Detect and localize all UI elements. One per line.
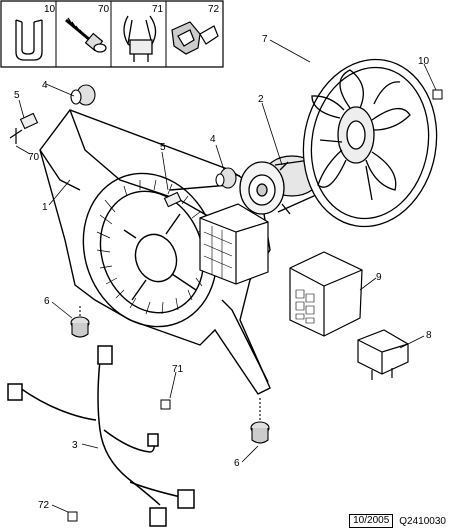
stud-6-left (71, 306, 89, 337)
resistor-module-9 (290, 252, 362, 336)
callout-2: 2 (258, 94, 264, 105)
inset-label-71: 71 (152, 4, 164, 15)
callout-4-top: 4 (42, 80, 48, 91)
callout-1: 1 (42, 202, 48, 213)
leader-lines (16, 40, 436, 512)
pin-5-right (165, 193, 181, 207)
inset-label-10: 10 (44, 4, 56, 15)
grommet-4-mid (216, 168, 236, 188)
relay-8 (358, 330, 408, 380)
grommet-4-top (71, 85, 95, 105)
spring-clip-icon (16, 20, 42, 60)
pin-5-left (21, 114, 38, 129)
marker-71 (161, 400, 170, 409)
callout-5-left: 5 (14, 90, 20, 101)
callout-10: 10 (418, 56, 430, 67)
screw-icon (66, 18, 106, 52)
footer-reference: Q2410030 (399, 515, 446, 527)
screw-70 (10, 128, 22, 144)
resistor-block-upper (200, 204, 268, 284)
callout-7: 7 (262, 34, 268, 45)
callout-9: 9 (376, 272, 382, 283)
cable-tie-icon (172, 22, 218, 54)
marker-72 (68, 512, 77, 521)
callout-6-left: 6 (44, 296, 50, 307)
marker-10 (433, 90, 442, 99)
callout-3: 3 (72, 440, 78, 451)
inset-label-72: 72 (208, 4, 220, 15)
hose-clamp-icon (124, 16, 156, 62)
callout-5-mid: 5 (160, 142, 166, 153)
callout-4-mid: 4 (210, 134, 216, 145)
callout-6-bottom: 6 (234, 458, 240, 469)
callout-71: 71 (172, 364, 184, 375)
wiring-harness-3 (8, 346, 194, 526)
fastener-markers (68, 90, 442, 521)
footer-date: 10/2005 (349, 514, 394, 528)
callout-8: 8 (426, 330, 432, 341)
callout-70: 70 (28, 152, 40, 163)
cooling-fan-blade (290, 49, 449, 237)
inset-parts-panel: 10 70 71 72 (1, 1, 223, 67)
inset-label-70: 70 (98, 4, 110, 15)
callout-72: 72 (38, 500, 50, 511)
stud-6-bottom (251, 398, 269, 443)
diagram-footer: 10/2005 Q2410030 (349, 514, 446, 528)
